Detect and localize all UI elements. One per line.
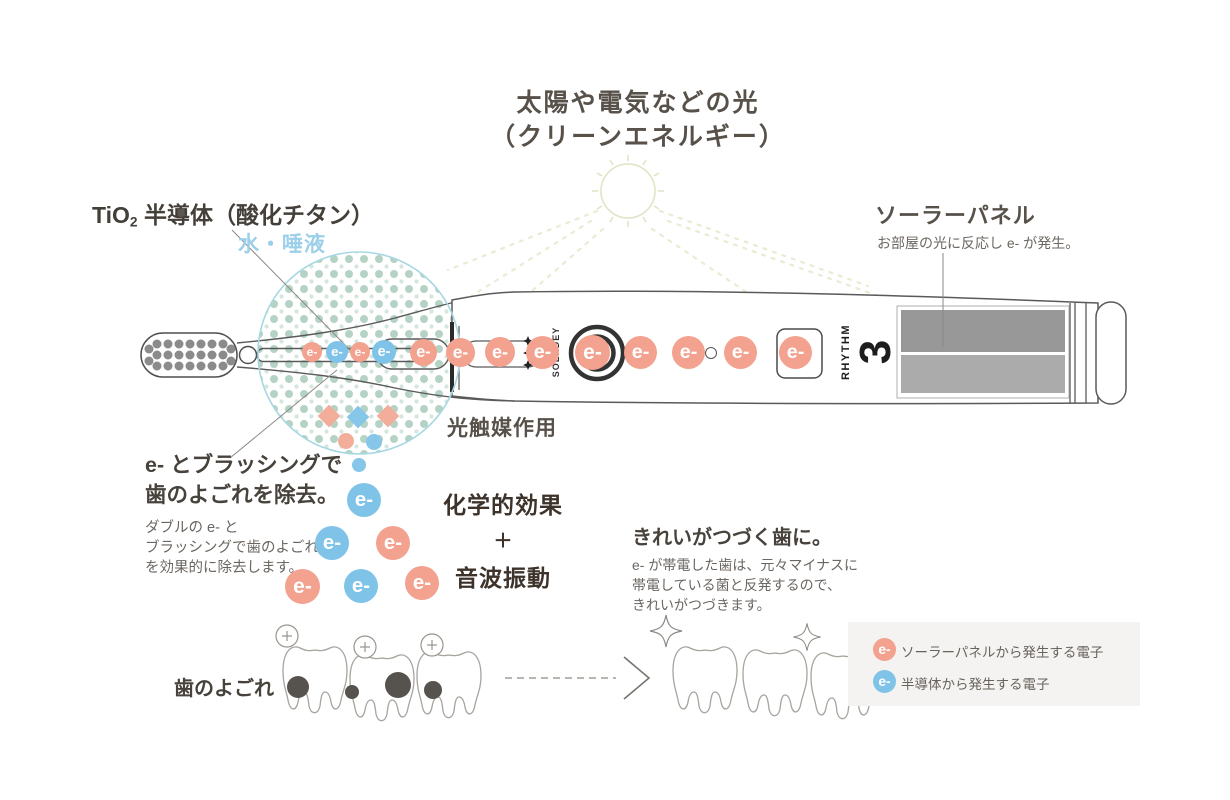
solar-electron-badge: e- (575, 335, 610, 370)
reaction-particles (317, 404, 400, 472)
brushing-body: ダブルの e- と ブラッシングで歯のよごれ を効果的に除去します。 (145, 518, 319, 578)
result-body-line1: e- が帯電した歯は、元々マイナスに (632, 557, 859, 573)
result-body: e- が帯電した歯は、元々マイナスに 帯電している菌と反発するので、 きれいがつ… (632, 555, 858, 615)
main-title-line1: 太陽や電気などの光 (516, 89, 760, 117)
solar-electron-badge: e- (285, 569, 320, 604)
solar-electron-badge: e- (724, 336, 757, 369)
solar-electron-badge: e- (302, 342, 322, 362)
semiconductor-electron-badge: e- (344, 569, 378, 603)
result-body-line3: きれいがつづきます。 (632, 597, 771, 613)
semiconductor-electron-badge: e- (315, 526, 349, 560)
solar-electron-badge: e- (779, 336, 812, 369)
brushing-body-line1: ダブルの e- と (145, 520, 239, 536)
solar-electron-badge: e- (526, 336, 559, 369)
legend (848, 622, 1140, 706)
brushing-heading-line1: e- とブラッシングで (145, 453, 343, 477)
legend-solar-electron-text: ソーラーパネルから発生する電子 (901, 645, 1104, 660)
brushing-heading: e- とブラッシングで 歯のよごれを除去。 (145, 450, 342, 510)
effect-line1: 化学的効果 (443, 492, 563, 518)
effect-block: 化学的効果 ＋ 音波振動 (403, 486, 603, 593)
solar-electron-badge: e- (624, 336, 657, 369)
main-title-line2: （クリーンエネルギー） (490, 123, 786, 151)
model-number: 3 (851, 339, 900, 365)
semiconductor-electron-badge: e- (326, 341, 348, 363)
tio2-subscript: 2 (129, 214, 138, 230)
water-saliva-label: 水・唾液 (238, 233, 326, 256)
solar-electron-badge: e- (410, 339, 437, 366)
bristle-dots (144, 339, 236, 371)
plaque-dots (287, 672, 442, 699)
sparkle-icons (649, 614, 822, 652)
pointer-lines (229, 229, 944, 459)
solar-panel-title: ソーラーパネル (875, 203, 1036, 228)
legend-semiconductor-electron-icon: e- (873, 670, 896, 693)
solar-electron-badge: e- (446, 338, 475, 367)
solar-electron-badge: e- (485, 337, 515, 367)
semiconductor-electron-badge: e- (372, 340, 396, 364)
solar-electron-badge: e- (350, 342, 370, 362)
result-body-line2: 帯電している菌と反発するので、 (632, 577, 842, 593)
dirty-teeth-label: 歯のよごれ (174, 678, 274, 700)
positive-charge-icons (275, 624, 444, 659)
solar-panel (896, 305, 1070, 399)
main-title: 太陽や電気などの光 （クリーンエネルギー） (388, 86, 888, 154)
tio2-label: TiO2 半導体（酸化チタン） (92, 196, 374, 230)
tio2-suffix: 半導体（酸化チタン） (137, 202, 374, 228)
tio2-prefix: TiO (92, 202, 130, 228)
brushing-body-line3: を効果的に除去します。 (145, 560, 304, 576)
photocatalysis-label: 光触媒作用 (447, 417, 557, 440)
sun-icon (592, 155, 664, 227)
effect-line2: 音波振動 (455, 565, 551, 591)
brushing-body-line2: ブラッシングで歯のよごれ (145, 540, 319, 556)
legend-semiconductor-electron-text: 半導体から発生する電子 (901, 677, 1050, 692)
solar-panel-description: お部屋の光に反応し e- が発生。 (877, 235, 1080, 251)
transition-arrow (505, 656, 651, 700)
effect-plus: ＋ (493, 531, 513, 552)
body-detail-circle (705, 347, 717, 359)
clean-teeth (672, 646, 876, 720)
solar-electron-badge: e- (672, 336, 705, 369)
semiconductor-electron-badge: e- (347, 483, 381, 517)
dirty-teeth (282, 646, 482, 722)
solar-electron-badge: e- (405, 566, 439, 600)
solar-electron-badge: e- (376, 526, 410, 560)
battery-icon (776, 328, 823, 379)
result-heading: きれいがつづく歯に。 (632, 527, 832, 549)
brushing-heading-line2: 歯のよごれを除去。 (145, 483, 339, 507)
legend-solar-electron-icon: e- (873, 638, 896, 661)
